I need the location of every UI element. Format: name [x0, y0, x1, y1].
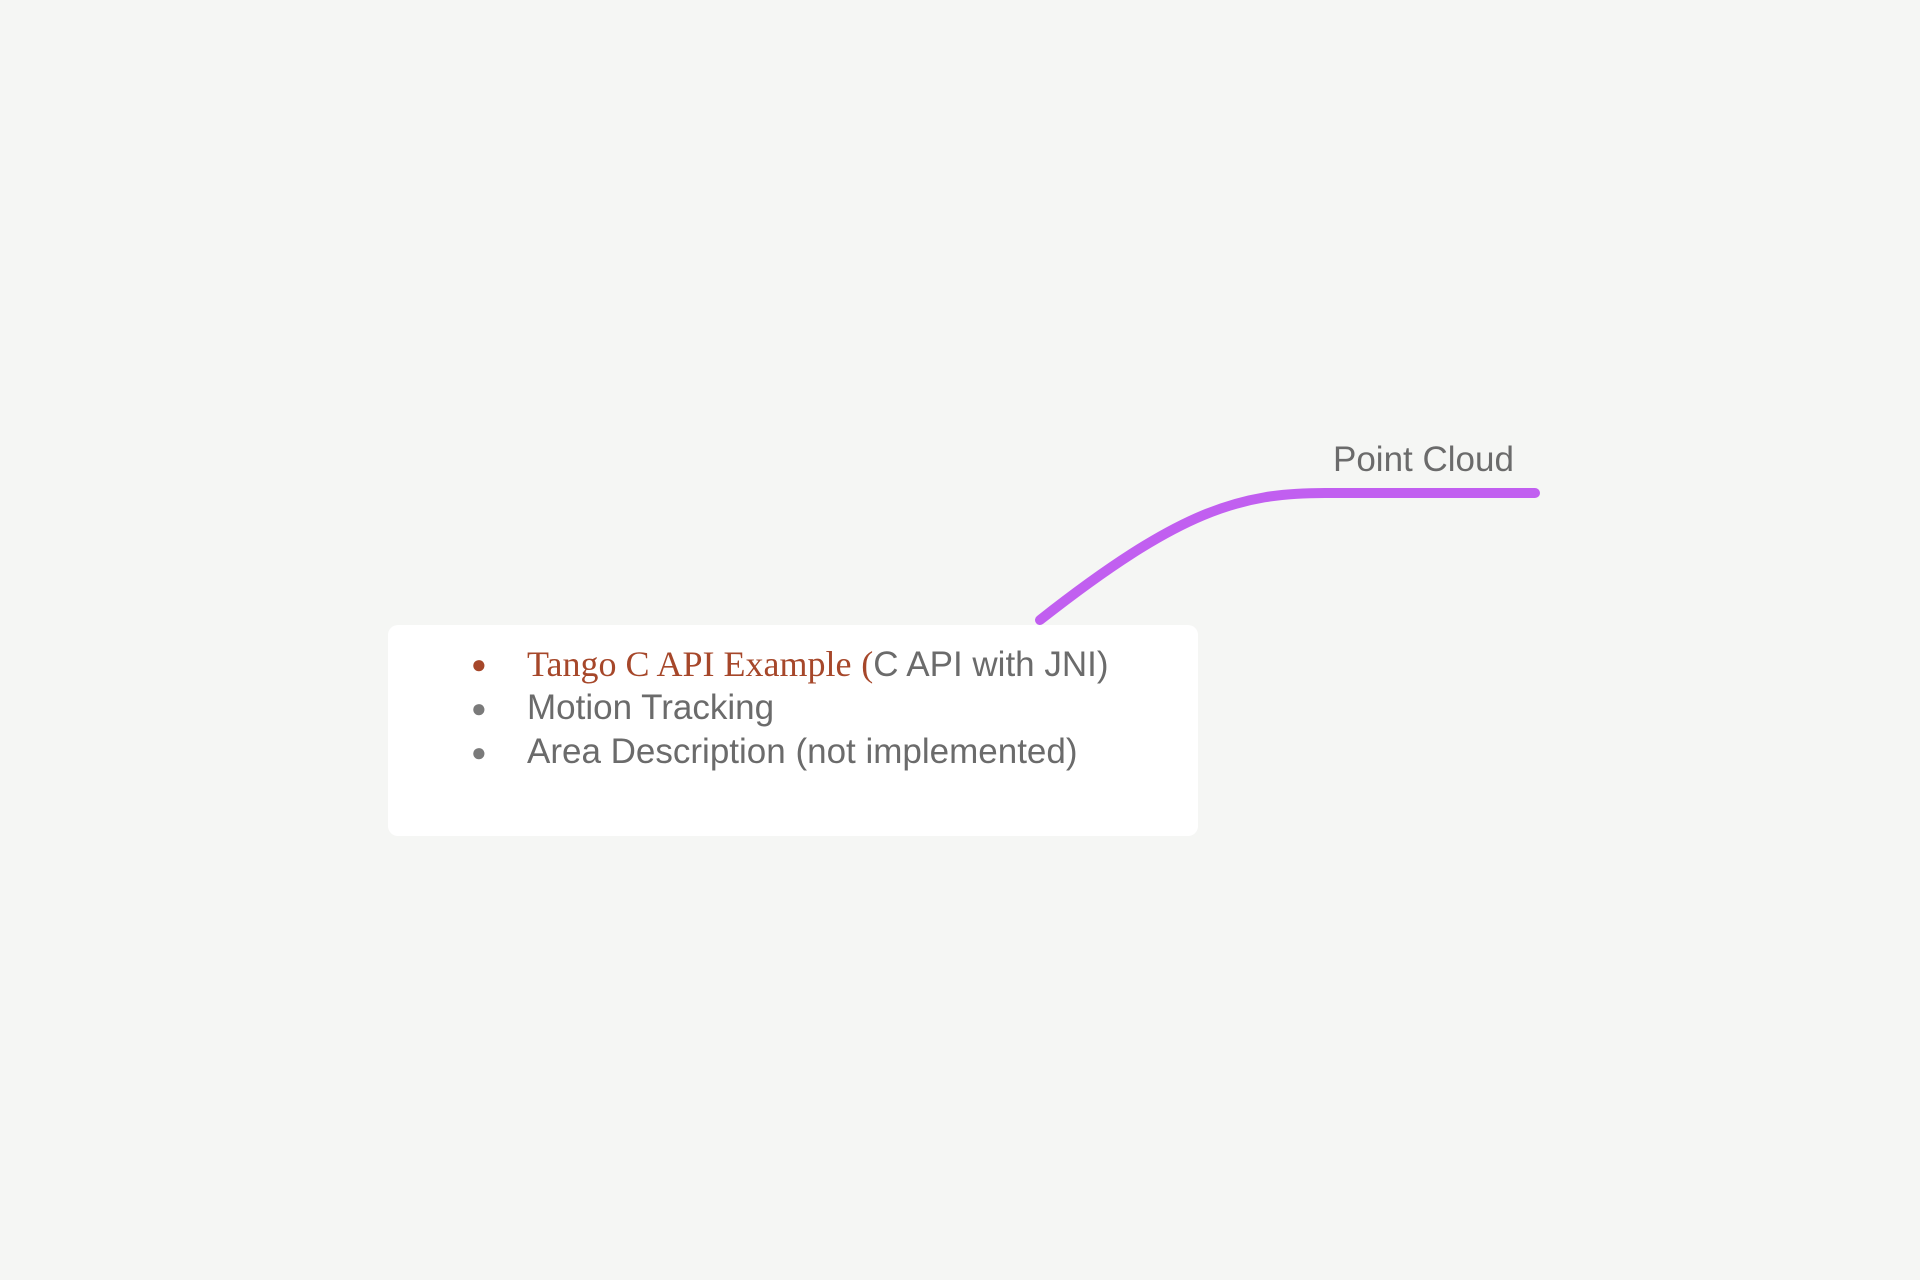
- note-card: ● Tango C API Example (C API with JNI) ●…: [388, 625, 1198, 836]
- note-item: ● Tango C API Example (C API with JNI): [388, 642, 1198, 686]
- note-item-text: Motion Tracking: [527, 688, 775, 727]
- note-item-paren: (: [861, 644, 874, 684]
- bullet-icon: ●: [471, 649, 487, 679]
- bullet-icon: ●: [471, 737, 487, 767]
- topic-point-cloud[interactable]: Point Cloud: [1333, 440, 1514, 479]
- branch-line: [1035, 488, 1540, 625]
- note-list: ● Tango C API Example (C API with JNI) ●…: [388, 642, 1198, 774]
- note-item: ● Motion Tracking: [388, 686, 1198, 730]
- note-item-text: Area Description (not implemented): [527, 732, 1078, 771]
- tango-c-api-example-link[interactable]: Tango C API Example: [527, 644, 852, 684]
- note-item: ● Area Description (not implemented): [388, 730, 1198, 774]
- bullet-icon: ●: [471, 693, 487, 723]
- note-item-text: C API with JNI): [873, 645, 1109, 684]
